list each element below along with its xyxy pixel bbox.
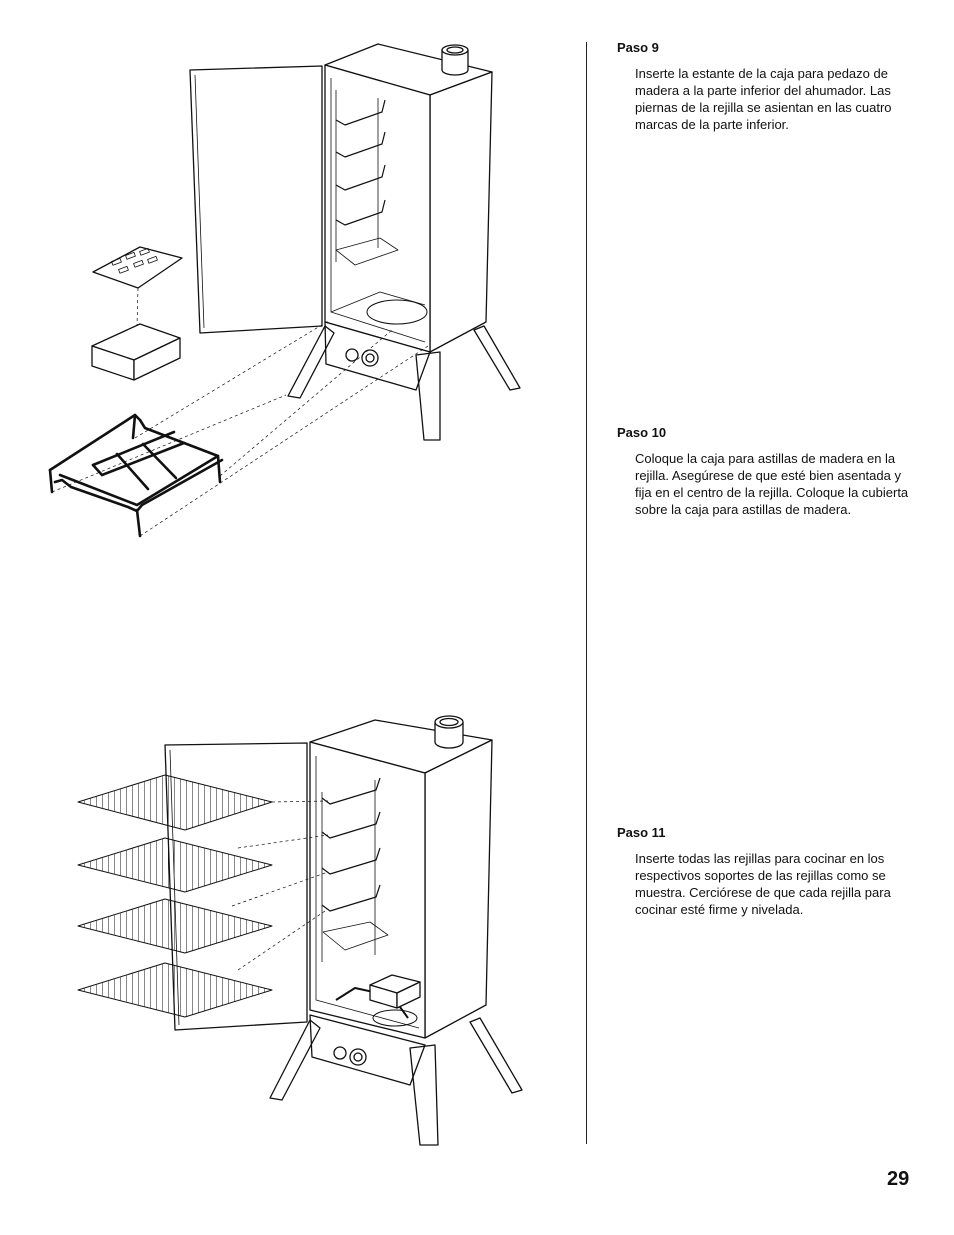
step-11-title: Paso 11: [617, 825, 666, 840]
cabinet-front: [310, 742, 425, 1038]
step-9-title: Paso 9: [617, 40, 659, 55]
leg-front-right: [416, 352, 440, 440]
page-number: 29: [887, 1168, 910, 1190]
cabinet-side: [425, 740, 492, 1038]
wood-chip-rack: [50, 415, 222, 536]
column-divider: [586, 42, 587, 1144]
cooking-grates: [78, 775, 272, 1017]
leg-front-right: [410, 1045, 438, 1145]
chimney: [442, 50, 468, 75]
step-10: Paso 10 Coloque la caja para astillas de…: [617, 425, 917, 518]
ignition-knob: [346, 349, 358, 361]
leg-back-right: [470, 1018, 522, 1093]
smoker-door: [190, 66, 322, 333]
burner-knob: [362, 350, 378, 366]
step-11-text: Inserte todas las rejillas para cocinar …: [635, 851, 891, 917]
cabinet-side: [430, 72, 492, 352]
smoker-illustration-bottom: [0, 700, 954, 1180]
cabinet-front: [325, 65, 430, 352]
ignition-knob: [334, 1047, 346, 1059]
step-10-text: Coloque la caja para astillas de madera …: [635, 451, 909, 517]
control-panel: [310, 1015, 425, 1085]
smoker-door: [165, 743, 307, 1030]
step-11: Paso 11 Inserte todas las rejillas para …: [617, 825, 917, 918]
chip-box-cover: [93, 247, 182, 288]
chimney: [435, 722, 463, 748]
burner-knob: [350, 1049, 366, 1065]
step-9: Paso 9 Inserte la estante de la caja par…: [617, 40, 917, 133]
step-9-text: Inserte la estante de la caja para pedaz…: [635, 66, 892, 132]
leg-front-left: [288, 326, 334, 398]
leg-back-right: [474, 326, 520, 390]
step-10-title: Paso 10: [617, 425, 667, 440]
smoker-illustration-top: [0, 0, 954, 620]
leg-front-left: [270, 1020, 320, 1100]
